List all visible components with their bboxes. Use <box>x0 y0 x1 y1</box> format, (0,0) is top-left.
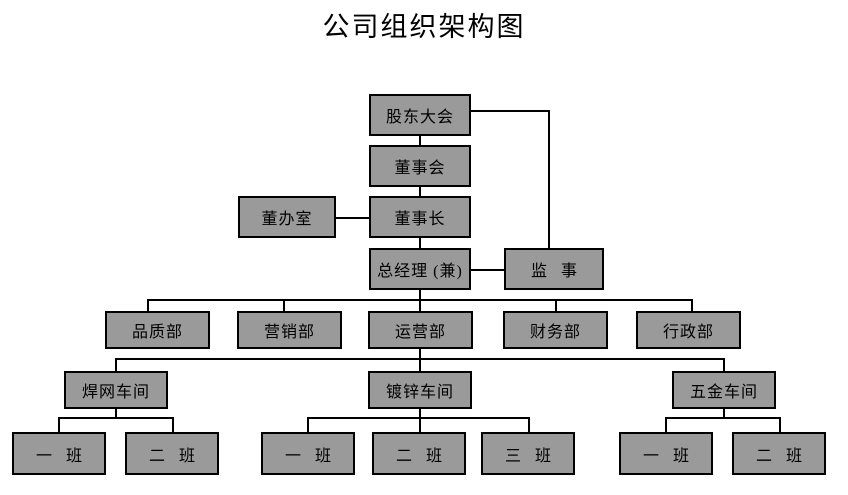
node-hardware-shift-1[interactable]: 一 班 <box>619 432 713 475</box>
connector-galv-bus-to-shift1 <box>307 417 309 433</box>
node-admin-dept[interactable]: 行政部 <box>636 311 741 349</box>
connector-gm-to-dept-bus <box>419 290 421 301</box>
node-galvanizing-shift-3[interactable]: 三 班 <box>481 432 575 475</box>
page-title: 公司组织架构图 <box>322 12 526 42</box>
connector-welding-to-shift-bus <box>115 408 117 419</box>
node-galvanizing-workshop[interactable]: 镀锌车间 <box>368 371 472 409</box>
node-chairman[interactable]: 董事长 <box>369 196 471 238</box>
node-marketing-dept[interactable]: 营销部 <box>237 311 342 349</box>
connector-dept-bus-to-finance <box>555 299 557 312</box>
node-operations-dept[interactable]: 运营部 <box>368 311 473 349</box>
connector-hardware-bus-to-shift2 <box>779 417 781 433</box>
node-galvanizing-shift-2[interactable]: 二 班 <box>372 432 466 475</box>
connector-board-to-chairman <box>419 186 421 196</box>
connector-workshop-bus-to-galvanizing <box>419 358 421 372</box>
node-finance-dept[interactable]: 财务部 <box>503 311 608 349</box>
connector-workshop-bus-to-hardware <box>723 358 725 372</box>
connector-hardware-to-shift-bus <box>723 408 725 419</box>
connector-dept-bus-to-quality <box>147 299 149 312</box>
connector-gm-to-supervisor <box>470 269 505 271</box>
connector-workshop-bus-to-welding <box>115 358 117 372</box>
node-hardware-workshop[interactable]: 五金车间 <box>672 371 776 409</box>
connector-welding-shift-bus <box>58 417 174 419</box>
node-galvanizing-shift-1[interactable]: 一 班 <box>261 432 355 475</box>
connector-galvanizing-to-shift-bus <box>419 408 421 419</box>
connector-chairman-to-gm <box>419 238 421 250</box>
connector-galvanizing-shift-bus <box>307 417 530 419</box>
node-shareholders-meeting[interactable]: 股东大会 <box>369 94 471 136</box>
connector-galv-bus-to-shift3 <box>528 417 530 433</box>
connector-welding-bus-to-shift1 <box>58 417 60 433</box>
connector-dept-bus-to-admin <box>691 299 693 312</box>
connector-shareholders-to-supervisor-vertical <box>548 110 550 250</box>
node-quality-dept[interactable]: 品质部 <box>105 311 210 349</box>
connector-dept-bus-to-marketing <box>283 299 285 312</box>
connector-shareholders-to-board <box>419 136 421 146</box>
node-supervisor[interactable]: 监 事 <box>504 248 604 290</box>
node-board-of-directors[interactable]: 董事会 <box>369 145 471 187</box>
connector-shareholders-to-supervisor-horizontal <box>470 110 550 112</box>
node-welding-shift-2[interactable]: 二 班 <box>125 432 219 475</box>
node-welding-workshop[interactable]: 焊网车间 <box>64 371 168 409</box>
node-board-office[interactable]: 董办室 <box>238 196 336 238</box>
node-welding-shift-1[interactable]: 一 班 <box>12 432 106 475</box>
connector-galv-bus-to-shift2 <box>419 417 421 433</box>
connector-boardoffice-to-chairman <box>336 217 370 219</box>
connector-operations-to-workshop-bus <box>419 348 421 360</box>
node-hardware-shift-2[interactable]: 二 班 <box>732 432 826 475</box>
connector-hardware-shift-bus <box>665 417 781 419</box>
node-general-manager[interactable]: 总经理 (兼) <box>369 248 471 290</box>
connector-dept-bus-to-operations <box>419 299 421 312</box>
connector-hardware-bus-to-shift1 <box>665 417 667 433</box>
connector-welding-bus-to-shift2 <box>172 417 174 433</box>
